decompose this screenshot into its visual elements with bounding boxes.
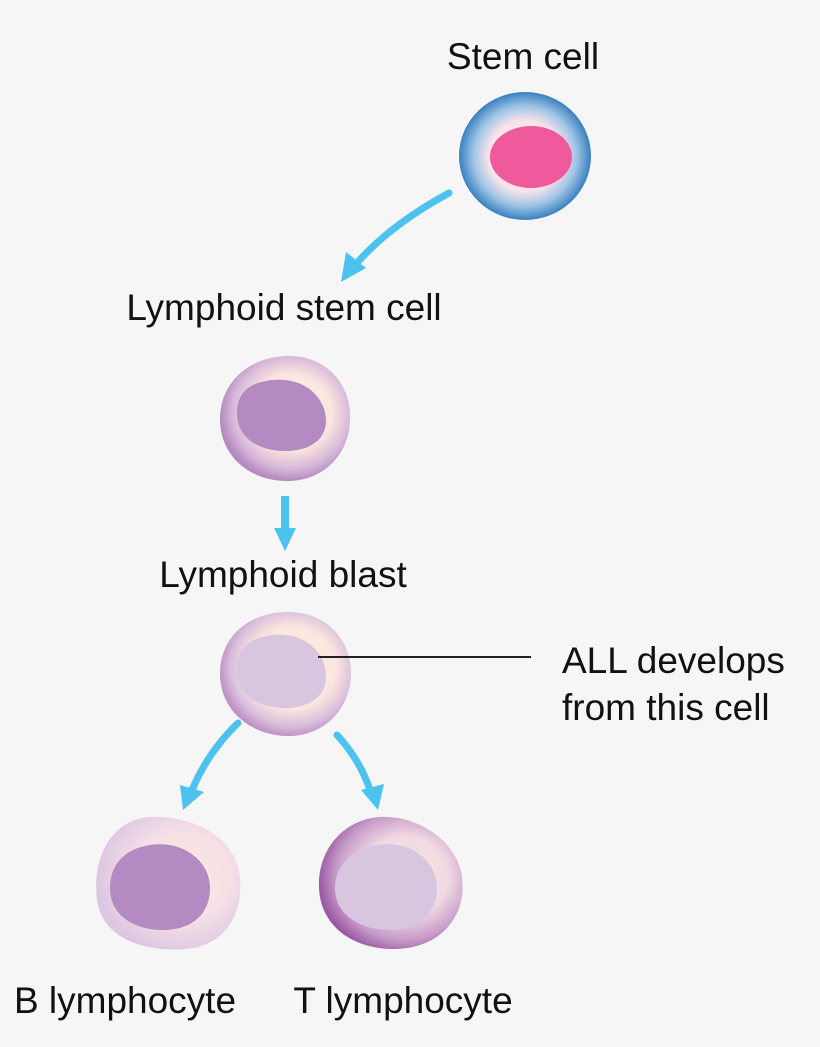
annotation-text: ALL develops from this cell <box>562 637 785 731</box>
lymphoid-blast-graphic <box>220 611 352 737</box>
arrow-head-blast-to-b <box>180 785 204 810</box>
annotation-line-2: from this cell <box>562 687 770 728</box>
stem-cell-label: Stem cell <box>446 36 600 77</box>
arrow-stem-to-lymphoid <box>352 189 453 268</box>
annotation-line-1: ALL develops <box>562 640 785 681</box>
arrow-head-blast-to-t <box>361 784 384 810</box>
lymphoid-blast-nucleus <box>237 634 327 709</box>
lymphoid-blast-label: Lymphoid blast <box>159 554 407 595</box>
arrow-head-lymphoid-to-blast <box>274 528 296 551</box>
t-lymphocyte-label: T lymphocyte <box>293 980 513 1021</box>
arrow-blast-to-t <box>333 731 374 794</box>
b-lymphocyte-label: B lymphocyte <box>13 980 237 1021</box>
t-lymphocyte-graphic <box>318 816 463 950</box>
stem-cell-graphic <box>459 92 591 220</box>
stem-cell-nucleus <box>490 126 572 188</box>
lymphoid-stem-cell-label: Lymphoid stem cell <box>126 287 442 328</box>
arrow-blast-to-b <box>188 719 242 794</box>
b-lymphocyte-nucleus <box>110 844 210 930</box>
lymphoid-stem-cell-nucleus <box>237 379 326 452</box>
t-lymphocyte-nucleus <box>335 844 437 930</box>
lymphoid-stem-cell-graphic <box>220 355 351 482</box>
arrow-head-stem-to-lymphoid <box>341 252 366 282</box>
b-lymphocyte-graphic <box>96 816 241 950</box>
